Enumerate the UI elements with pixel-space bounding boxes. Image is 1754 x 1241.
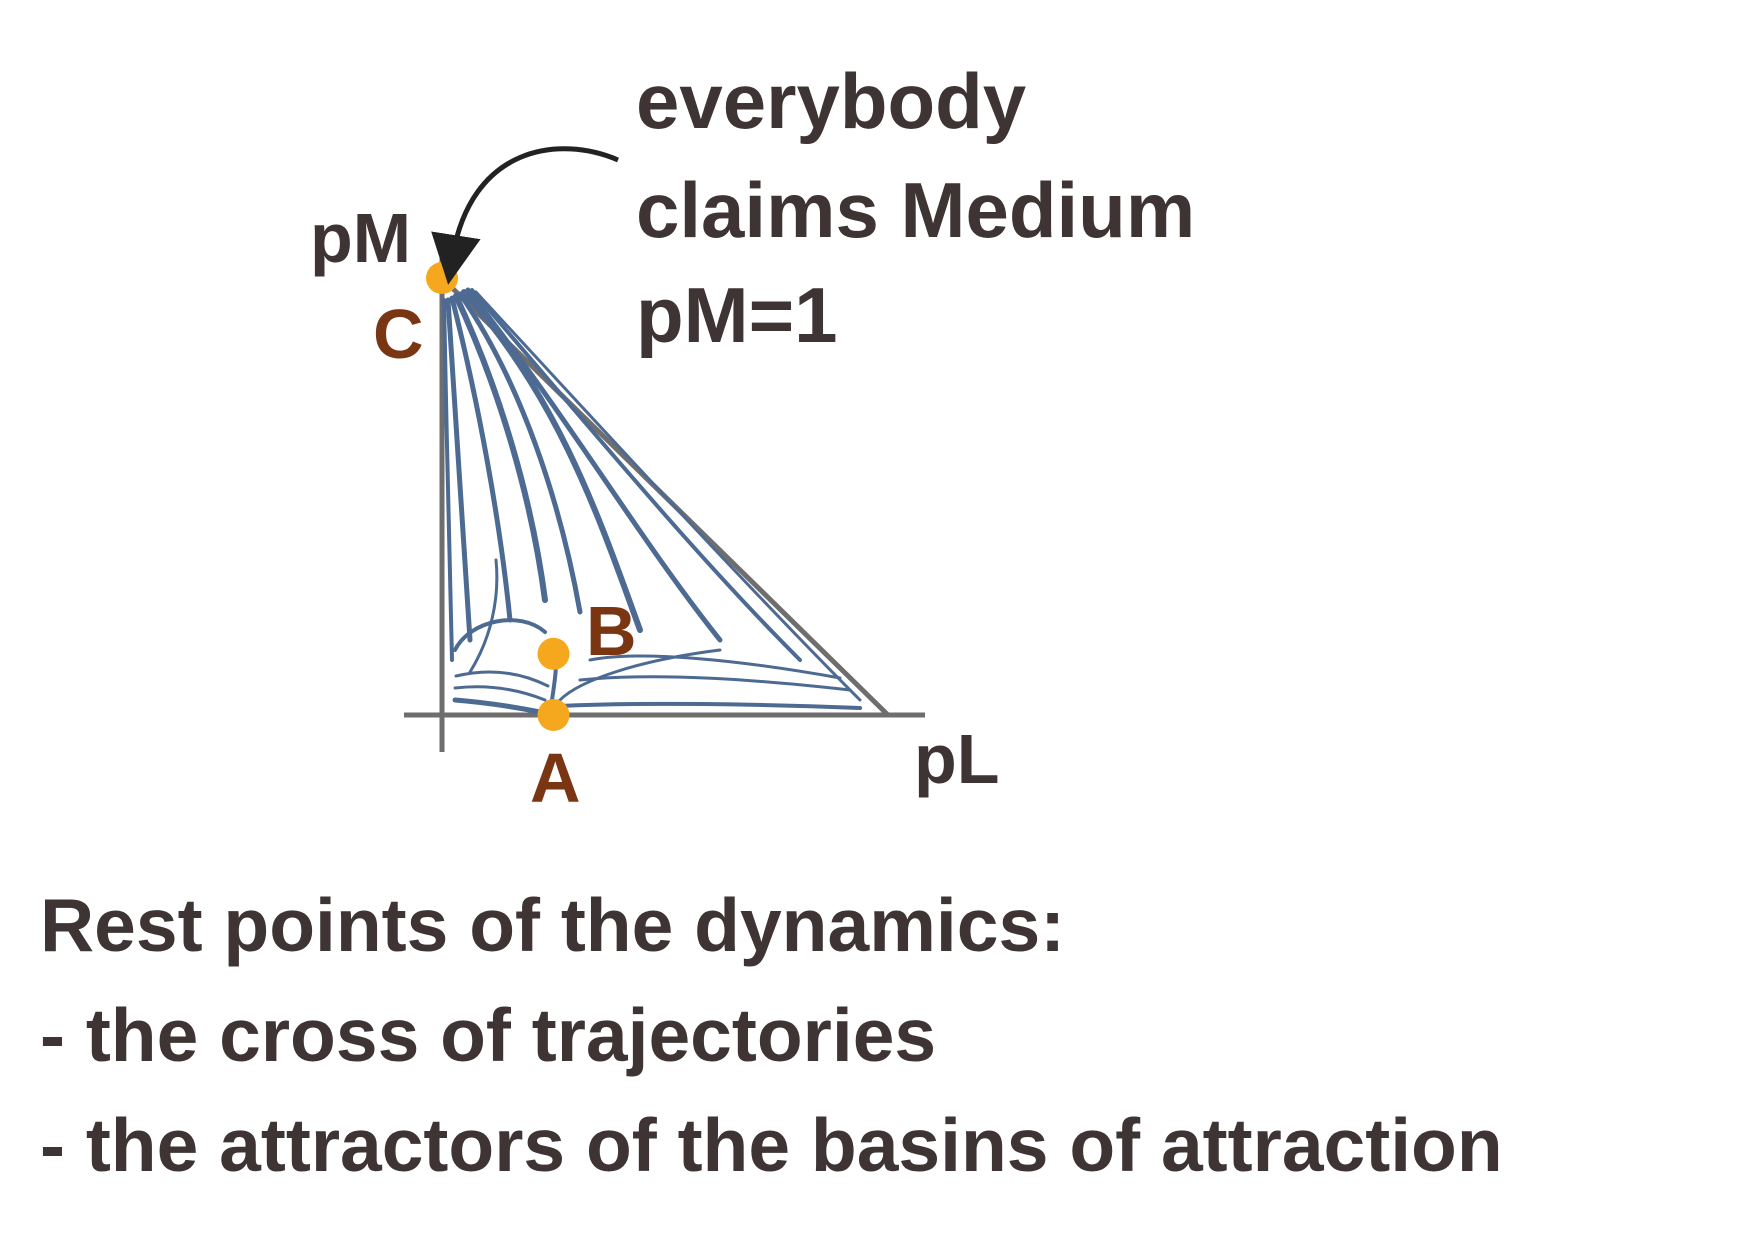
- rest-point-b: [537, 637, 570, 670]
- trajectory-curve: [453, 618, 547, 652]
- trajectory-curve: [453, 293, 548, 603]
- trajectory-curve: [558, 648, 722, 702]
- rest-point-c: [426, 262, 458, 294]
- callout-line-2: claims Medium: [636, 166, 1195, 254]
- trajectory-curve: [465, 287, 723, 643]
- trajectory-curve: [461, 289, 643, 633]
- caption-heading: Rest points of the dynamics:: [40, 883, 1066, 967]
- trajectory-curve: [453, 685, 547, 702]
- trajectory-curve: [588, 654, 842, 680]
- callout-arrow: [431, 146, 619, 285]
- rest-point-label-c: C: [373, 295, 424, 373]
- callout-line-1: everybody: [636, 57, 1026, 145]
- rest-point-label-a: A: [530, 739, 581, 817]
- horizontal-axis-label: pL: [914, 720, 1000, 798]
- trajectory-curve: [452, 697, 543, 715]
- trajectory-curve: [445, 297, 473, 643]
- trajectory-curve: [449, 295, 513, 623]
- trajectory-curve: [454, 670, 550, 688]
- trajectory-curve: [578, 675, 852, 692]
- vertical-axis-label: pM: [310, 199, 411, 277]
- trajectory-curve: [468, 558, 499, 674]
- trajectory-curve: [474, 290, 862, 702]
- trajectory-curve: [470, 288, 802, 662]
- callout-line-3: pM=1: [636, 271, 838, 359]
- trajectory-curve: [442, 298, 454, 662]
- trajectory-curve: [457, 291, 583, 615]
- trajectory-curve: [558, 701, 862, 710]
- trajectory-field: [442, 287, 862, 715]
- caption-item-cross: - the cross of trajectories: [40, 993, 937, 1077]
- rest-point-a: [537, 699, 570, 731]
- caption-item-attractors: - the attractors of the basins of attrac…: [40, 1103, 1503, 1187]
- rest-point-label-b: B: [586, 592, 637, 670]
